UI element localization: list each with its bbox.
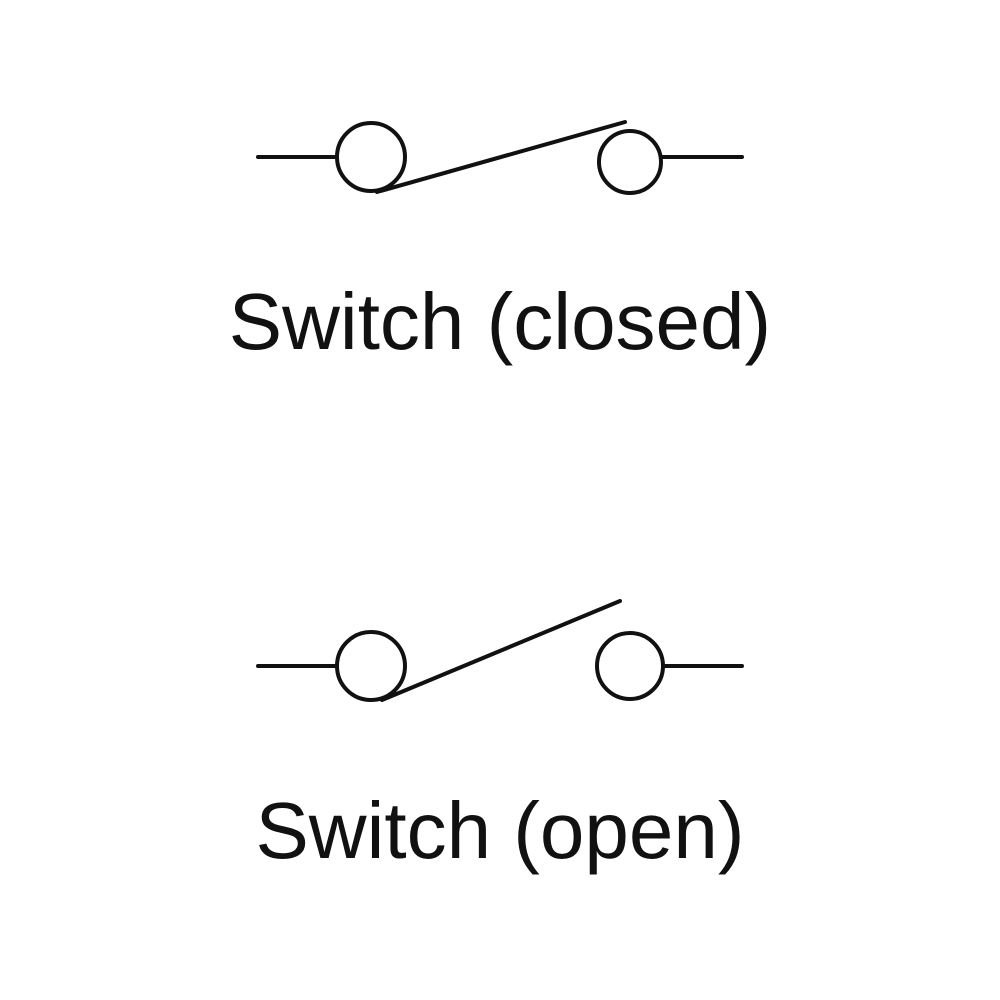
switch-closed-symbol	[0, 87, 1000, 227]
switch-open-icon	[256, 599, 744, 702]
right-terminal	[597, 129, 663, 195]
switch-closed-icon	[256, 120, 744, 195]
switch-lever	[380, 599, 622, 702]
right-terminal	[595, 631, 665, 701]
left-terminal	[335, 630, 407, 702]
switch-open-caption: Switch (open)	[255, 786, 745, 875]
left-terminal	[335, 121, 407, 193]
switch-open-symbol	[0, 596, 1000, 736]
switch-closed-caption: Switch (closed)	[228, 277, 772, 366]
switch-lever	[375, 120, 627, 194]
